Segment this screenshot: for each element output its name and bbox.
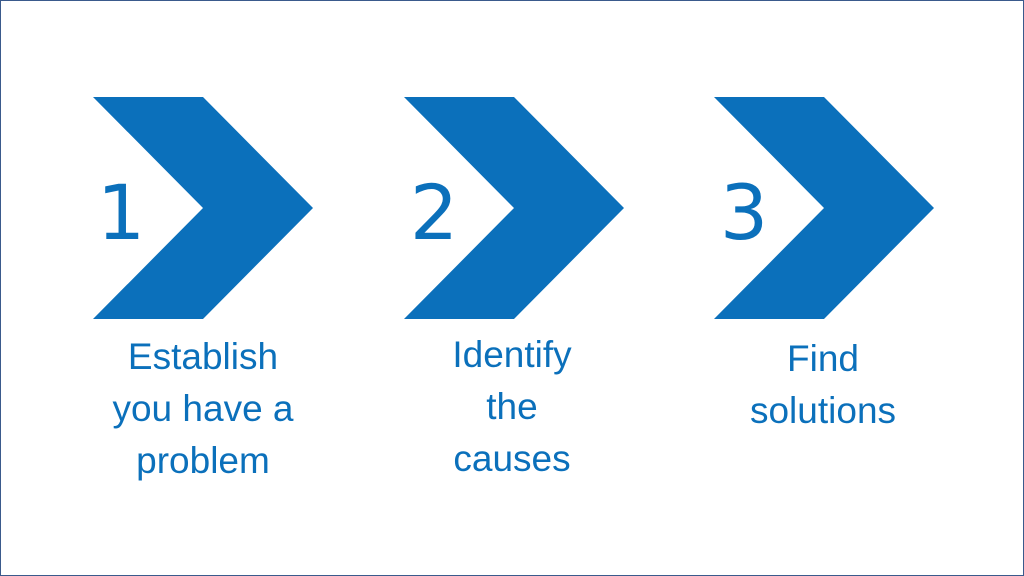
caption-line: problem [136, 440, 270, 481]
caption-line: solutions [749, 390, 897, 431]
caption-line: Find [787, 338, 859, 379]
caption-line: Establish [127, 336, 279, 377]
step-3: 3 [714, 97, 934, 319]
caption-line: Identify [452, 334, 572, 375]
step-number: 2 [410, 168, 458, 257]
step-2: 2 [404, 97, 624, 319]
step-2-caption: Identify the causes [382, 329, 642, 485]
caption-line: the [486, 386, 538, 427]
step-number: 3 [720, 168, 768, 257]
step-1: 1 [93, 97, 313, 319]
caption-line: causes [453, 438, 571, 479]
caption-line: you have a [112, 388, 294, 429]
chevron-arrow-icon: 2 [404, 97, 624, 319]
step-1-caption: Establish you have a problem [73, 331, 333, 487]
chevron-arrow-icon: 3 [714, 97, 934, 319]
step-number: 1 [97, 168, 145, 257]
step-3-caption: Find solutions [693, 333, 953, 437]
chevron-arrow-icon: 1 [93, 97, 313, 319]
